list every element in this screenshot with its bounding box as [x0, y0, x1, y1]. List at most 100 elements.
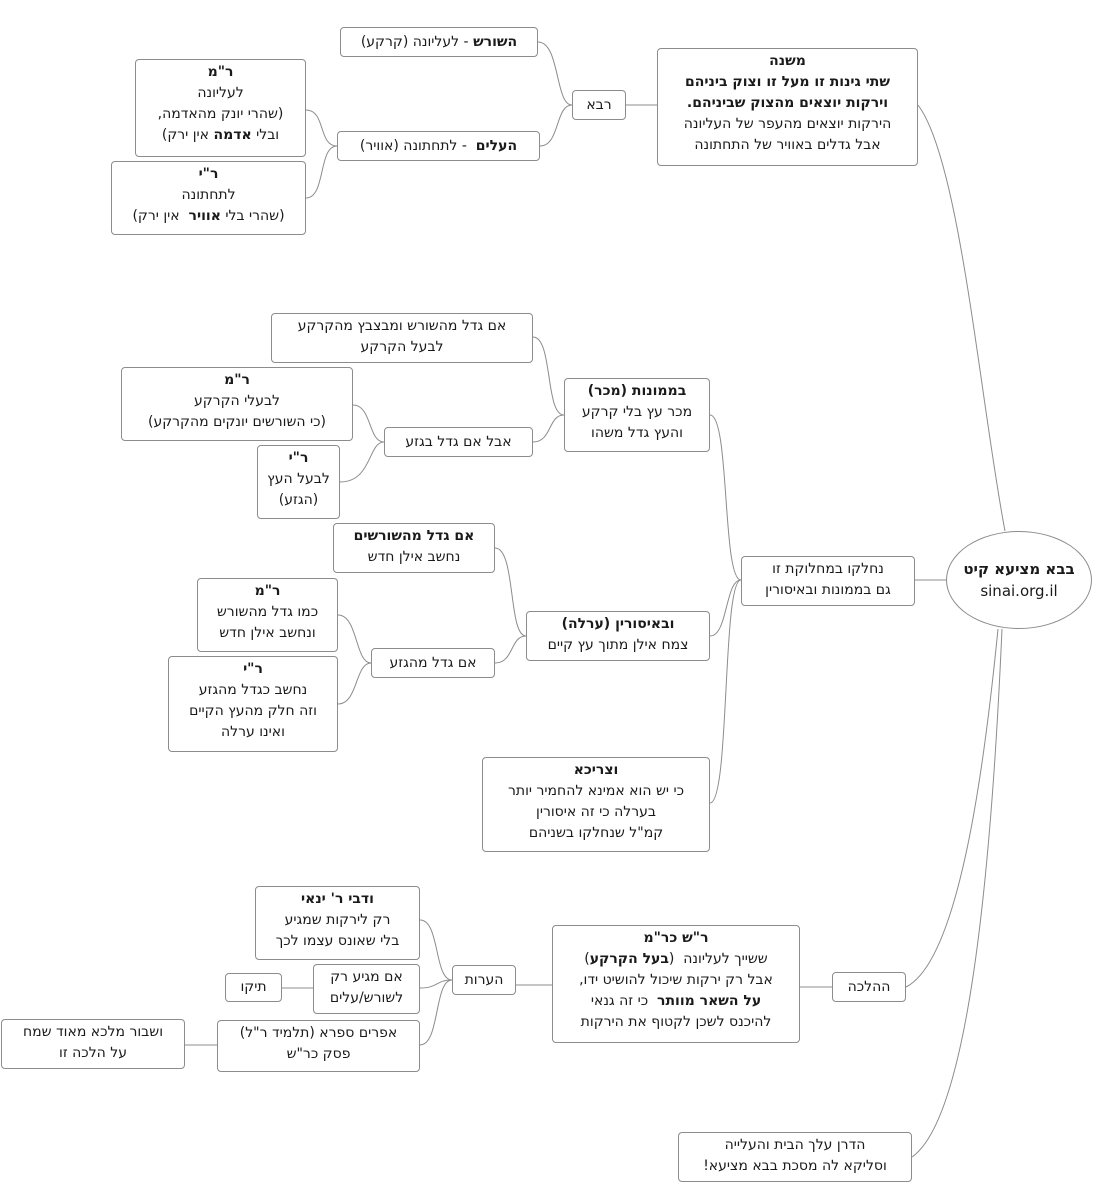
edge-mamonot-shoresh — [532, 336, 565, 416]
efraim-l2: פסק כר"ש — [286, 1046, 351, 1062]
rm1-l2: (שהרי יונק מהאדמה, — [157, 106, 284, 122]
tzricha-node: וצריכא כי יש הוא אמינא להחמיר יותר בערלה… — [482, 757, 710, 852]
rm3-l1: כמו גדל מהשורש — [216, 604, 319, 620]
shever-node: ושבור מלכא מאוד שמח על הלכה זו — [1, 1019, 185, 1069]
mishna-bold2: וירקות יוצאים מהצוק שביניהם. — [686, 95, 889, 111]
rm2-l1: לבעלי הקרקע — [193, 393, 281, 409]
halacha-node: ההלכה — [832, 972, 906, 1002]
rm2-l2: (כי השורשים יונקים מהקרקע) — [147, 414, 327, 430]
mishna-line3: הירקות יוצאים מהעפר של העליונה — [683, 116, 892, 132]
rsh-l1: ששייך לעליונה (בעל הקרקע) — [584, 951, 768, 967]
root-title: בבא מציעא קיט — [963, 560, 1075, 578]
nechlaku-node: נחלקו במחלוקת זו גם בממונות ובאיסורין — [741, 556, 915, 606]
rava-node: רבא — [572, 90, 626, 120]
nechlaku-l1: נחלקו במחלוקת זו — [772, 561, 884, 577]
root-site: sinai.org.il — [980, 582, 1058, 600]
edge-geza1-rm2 — [352, 404, 385, 443]
edge-root-mishna — [917, 104, 1006, 532]
rsh-node: ר"ש כר"מ ששייך לעליונה (בעל הקרקע) אבל ר… — [552, 925, 800, 1043]
hadran-l2: וסליקא לה מסכת בבא מציעא! — [703, 1158, 887, 1174]
rm2-node: ר"מ לבעלי הקרקע (כי השורשים יונקים מהקרק… — [121, 367, 353, 441]
mishna-line4: אבל גדלים באוויר של התחתונה — [694, 137, 881, 153]
mamonot-heading: בממונות (מכר) — [587, 383, 687, 399]
tiku-label: תיקו — [240, 979, 267, 995]
yanai-heading: ודבי ר' ינאי — [301, 891, 374, 907]
magia-l1: אם מגיע רק — [330, 969, 403, 985]
ry3-l3: ואינו ערלה — [221, 724, 285, 740]
edge-alim-ry1 — [305, 145, 338, 199]
shorashim-heading: אם גדל מהשורשים — [353, 528, 475, 544]
edge-heorot-yanai — [419, 919, 453, 981]
hadran-l1: הדרן עלך הבית והעלייה — [724, 1137, 866, 1153]
edge-nechlaku-tzricha — [709, 579, 742, 804]
edge-nechlaku-isurin — [709, 579, 742, 637]
ry2-l2: (הגזע) — [278, 492, 319, 508]
edge-heorot-efraim — [419, 979, 453, 1046]
geza1-node: אבל אם גדל בגזע — [384, 427, 533, 457]
shoresh-bold: השורש — [473, 34, 518, 50]
yanai-l2: בלי שאונס עצמו לכך — [275, 933, 400, 949]
mishna-heading: משנה — [769, 53, 806, 69]
rsh-l3: על השאר מוותר כי זה גנאי — [590, 993, 762, 1009]
mishna-node: משנה שתי גינות זו מעל זו וצוק ביניהם ויר… — [657, 48, 918, 166]
alim-node: העלים - לתחתונה (אוויר) — [337, 131, 540, 161]
alim-bold: העלים — [475, 138, 518, 154]
hadran-node: הדרן עלך הבית והעלייה וסליקא לה מסכת בבא… — [678, 1132, 912, 1182]
shever-l2: על הלכה זו — [59, 1045, 127, 1061]
ry3-l1: נחשב כגדל מהגזע — [198, 682, 308, 698]
ry1-node: ר"י לתחתונה (שהרי בלי אוויר אין ירק) — [111, 161, 306, 235]
shoresh-box-l1: אם גדל מהשורש ומבצבץ מהקרקע — [297, 318, 507, 334]
ry2-heading: ר"י — [288, 450, 309, 466]
mamonot-node: בממונות (מכר) מכר עץ בלי קרקע והעץ גדל מ… — [564, 378, 710, 452]
shorashim-node: אם גדל מהשורשים נחשב אילן חדש — [333, 523, 495, 573]
shorashim-l1: נחשב אילן חדש — [367, 549, 461, 565]
efraim-l1: אפרים ספרא (תלמיד ר"ל) — [239, 1025, 398, 1041]
edge-geza1-ry2 — [339, 441, 385, 483]
tzricha-l2: בערלה כי זה איסורין — [536, 804, 656, 820]
shoresh-box-node: אם גדל מהשורש ומבצבץ מהקרקע לבעל הקרקע — [271, 313, 533, 363]
ry3-node: ר"י נחשב כגדל מהגזע וזה חלק מהעץ הקיים ו… — [168, 656, 338, 752]
heorot-label: הערות — [464, 972, 504, 988]
edge-heorot-magia — [419, 979, 453, 989]
heorot-node: הערות — [452, 965, 516, 995]
edge-mamonot-geza1 — [532, 414, 565, 443]
edge-isurin-shorashim — [494, 547, 527, 637]
rm3-node: ר"מ כמו גדל מהשורש ונחשב אילן חדש — [197, 578, 338, 652]
mamonot-l1: מכר עץ בלי קרקע — [581, 404, 693, 420]
rm1-node: ר"מ לעליונה (שהרי יונק מהאדמה, ובלי אדמה… — [135, 59, 306, 157]
rm3-heading: ר"מ — [254, 583, 281, 599]
shoresh-box-l2: לבעל הקרקע — [360, 339, 444, 355]
rsh-heading: ר"ש כר"מ — [643, 930, 709, 946]
edge-root-hadran — [911, 628, 1003, 1158]
rm1-l1: לעליונה — [197, 85, 244, 101]
ry3-heading: ר"י — [243, 661, 263, 677]
mishna-bold1: שתי גינות זו מעל זו וצוק ביניהם — [685, 74, 890, 90]
edge-geza2-ry3 — [337, 662, 372, 705]
edge-rava-shoresh — [537, 41, 573, 106]
tiku-node: תיקו — [225, 973, 282, 1002]
rm1-l3: ובלי אדמה אין ירק) — [161, 127, 280, 143]
shoresh-rest: - לעליונה (קרקע) — [360, 34, 474, 50]
isurin-node: ובאיסורין (ערלה) צמח אילן מתוך עץ קיים — [526, 611, 710, 661]
geza2-label: אם גדל מהגזע — [389, 655, 477, 671]
rm2-heading: ר"מ — [224, 372, 250, 388]
edge-root-halacha — [905, 628, 999, 988]
ry1-heading: ר"י — [198, 166, 219, 182]
shever-l1: ושבור מלכא מאוד שמח — [22, 1024, 164, 1040]
tzricha-l1: כי יש הוא אמינא להחמיר יותר — [508, 783, 684, 799]
rm3-l2: ונחשב אילן חדש — [219, 625, 316, 641]
alim-rest: - לתחתונה (אוויר) — [359, 138, 476, 154]
mamonot-l2: והעץ גדל משהו — [591, 425, 683, 441]
rsh-l4: להיכנס לשכן לקטוף את הירקות — [580, 1014, 772, 1030]
yanai-node: ודבי ר' ינאי רק לירקות שמגיע בלי שאונס ע… — [255, 886, 420, 960]
yanai-l1: רק לירקות שמגיע — [284, 912, 391, 928]
efraim-node: אפרים ספרא (תלמיד ר"ל) פסק כר"ש — [217, 1020, 420, 1072]
ry2-node: ר"י לבעל העץ (הגזע) — [257, 445, 340, 519]
geza2-node: אם גדל מהגזע — [371, 648, 495, 678]
shoresh-node: השורש - לעליונה (קרקע) — [340, 27, 538, 57]
magia-l2: לשורש/עלים — [329, 990, 404, 1006]
root-node: בבא מציעא קיט sinai.org.il — [946, 531, 1092, 629]
rava-label: רבא — [586, 97, 612, 113]
magia-node: אם מגיע רק לשורש/עלים — [313, 964, 420, 1014]
